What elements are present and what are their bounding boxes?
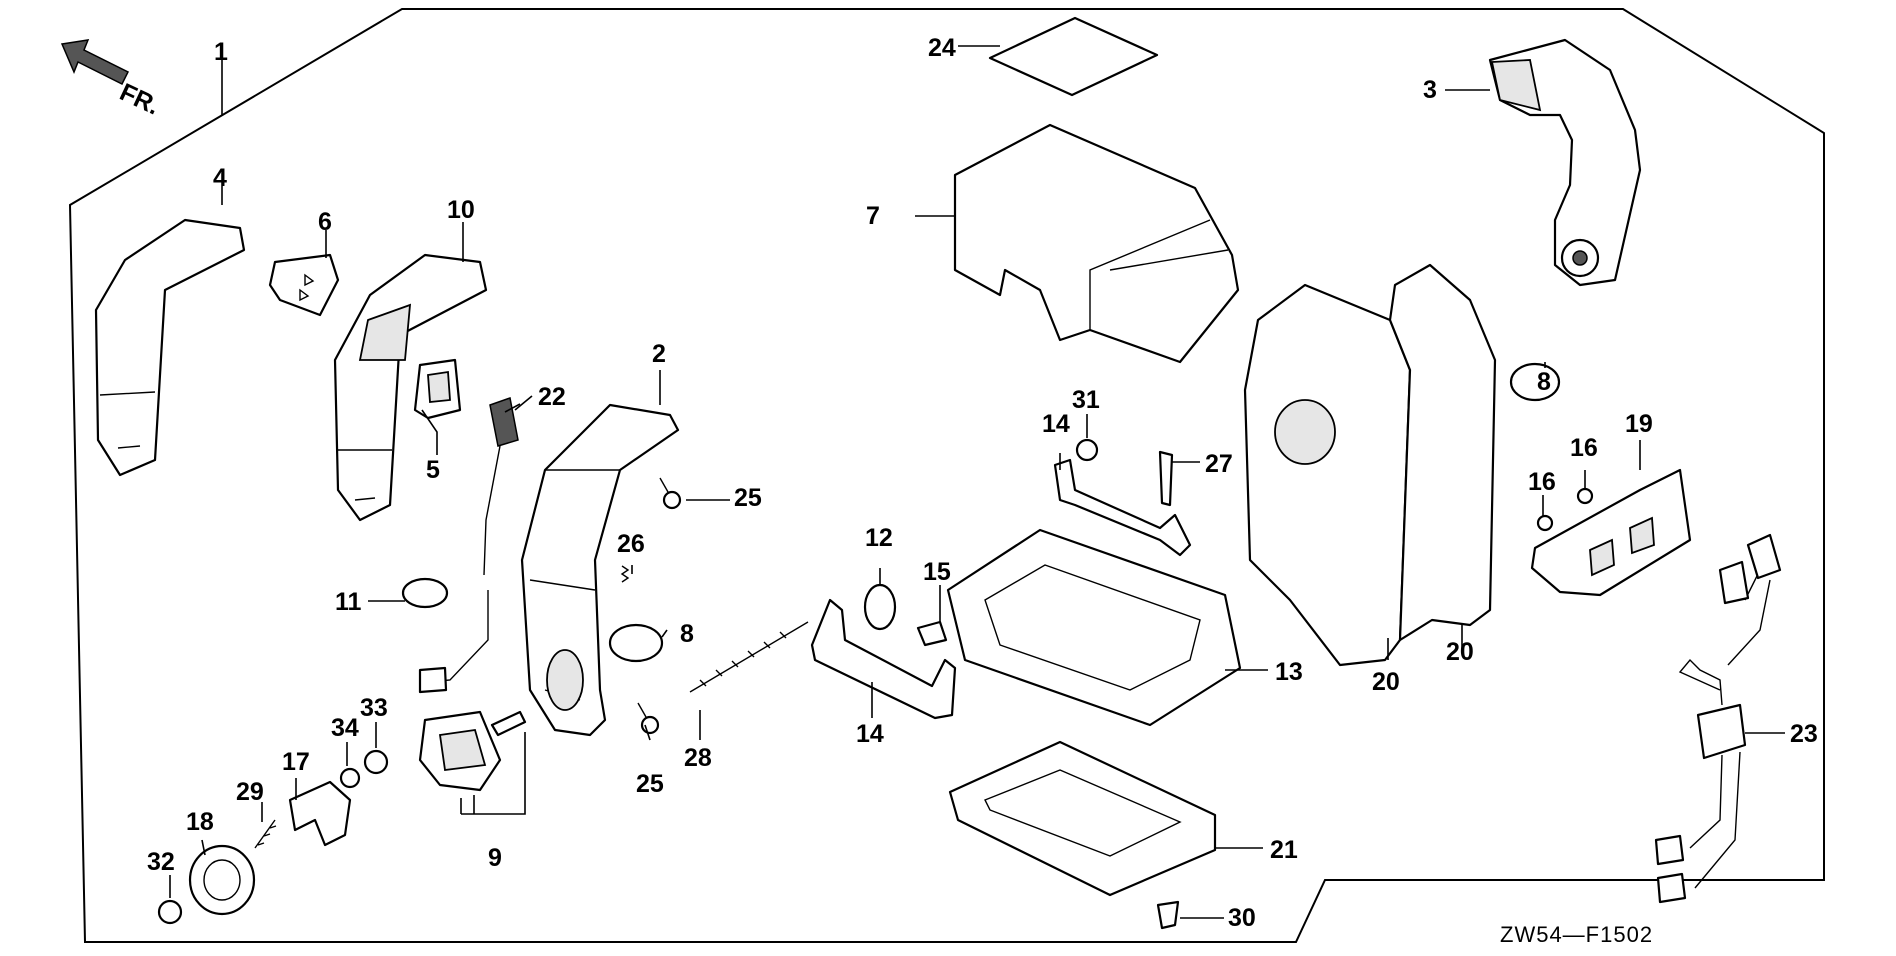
part-7-top-cover-shape — [953, 123, 1240, 364]
part-20-side-cover-shape-rear — [1388, 263, 1497, 642]
part-label-25b: 25 — [636, 770, 664, 798]
part-5-window — [427, 370, 451, 403]
part-label-3: 3 — [1423, 76, 1437, 104]
front-direction-arrow: FR. — [60, 39, 164, 120]
part-label-14b: 14 — [856, 720, 884, 748]
part-label-20a: 20 — [1372, 668, 1400, 696]
part-label-7: 7 — [866, 202, 880, 230]
part-27-screw-shape — [1158, 450, 1174, 507]
part-label-13: 13 — [1275, 658, 1303, 686]
arrow-icon — [60, 39, 130, 86]
part-label-8a: 8 — [680, 620, 694, 648]
part-label-29: 29 — [236, 778, 264, 806]
part-label-24: 24 — [928, 34, 956, 62]
part-3-handle-shape — [1488, 38, 1642, 287]
part-14-bracket-shape-lower — [810, 598, 957, 720]
part-label-34: 34 — [331, 714, 359, 742]
part-label-27: 27 — [1205, 450, 1233, 478]
part-label-30: 30 — [1228, 904, 1256, 932]
assembly-boundary — [68, 8, 1825, 943]
part-label-23: 23 — [1790, 720, 1818, 748]
part-28-long-bolt-shape — [689, 621, 809, 693]
direction-label: FR. — [115, 78, 163, 120]
part-label-16a: 16 — [1528, 468, 1556, 496]
part-label-6: 6 — [318, 208, 332, 236]
part-15-clip-shape — [916, 620, 948, 647]
part-34-washer-shape — [339, 767, 361, 789]
part-11-clip-shape — [401, 577, 449, 609]
part-9-plate-shape — [418, 710, 527, 792]
part-label-28: 28 — [684, 744, 712, 772]
part-label-15: 15 — [923, 558, 951, 586]
part-label-11: 11 — [335, 588, 362, 616]
part-label-31: 31 — [1072, 386, 1100, 414]
part-label-22: 22 — [538, 383, 566, 411]
part-label-16b: 16 — [1570, 434, 1598, 462]
part-label-25a: 25 — [734, 484, 762, 512]
part-8-collar-shape-right — [1509, 362, 1561, 402]
part-labels: 1 2 3 4 5 6 7 8 8 9 10 11 12 13 14 14 15… — [147, 34, 1818, 932]
part-label-26: 26 — [617, 530, 645, 558]
part-30-screw-shape — [1156, 900, 1180, 930]
part-26-spring-shape — [620, 565, 630, 583]
part-label-8b: 8 — [1537, 368, 1551, 396]
part-label-17: 17 — [282, 748, 310, 776]
part-6-switch-knob-shape — [268, 253, 340, 317]
part-label-5: 5 — [426, 456, 440, 484]
part-21-gasket-shape — [948, 740, 1217, 897]
part-label-12: 12 — [865, 524, 893, 552]
part-23-harness-shape — [1654, 533, 1782, 904]
part-label-33: 33 — [360, 694, 388, 722]
part-label-1: 1 — [214, 38, 228, 66]
part-label-10: 10 — [447, 196, 475, 224]
part-label-21: 21 — [1270, 836, 1298, 864]
part-label-32: 32 — [147, 848, 175, 876]
drawing-code: ZW54—F1502 — [1500, 922, 1653, 947]
part-13-base-tray-shape — [946, 528, 1242, 727]
part-4-cover-shape — [94, 218, 246, 477]
part-label-19: 19 — [1625, 410, 1653, 438]
part-19-switch-panel-shape — [1530, 468, 1692, 597]
part-label-14a: 14 — [1042, 410, 1070, 438]
part-label-18: 18 — [186, 808, 214, 836]
part-29-bolt-shape — [254, 819, 277, 849]
part-8-collar-shape-left — [608, 623, 664, 663]
part-20-side-cover-shape-front — [1243, 283, 1412, 667]
part-24-sheet-shape — [988, 16, 1159, 97]
part-31-nut-shape — [1075, 438, 1099, 462]
part-16-washer-shape-left — [1536, 514, 1554, 532]
part-10-cover-shape — [333, 253, 488, 522]
part-17-bracket-shape — [288, 780, 352, 847]
part-14-bracket-shape-upper — [1053, 458, 1192, 557]
leader-lines — [169, 45, 1785, 919]
part-2-housing-shape — [520, 403, 680, 737]
part-label-2: 2 — [652, 340, 666, 368]
part-12-clip-shape — [863, 583, 897, 631]
part-16-washer-shape-right — [1576, 487, 1594, 505]
part-label-20b: 20 — [1446, 638, 1474, 666]
part-label-4: 4 — [213, 164, 227, 192]
part-18-knob-inner — [203, 859, 241, 901]
part-18-knob-shape — [188, 844, 256, 916]
part-33-nut-shape — [363, 749, 389, 775]
part-25-screw-shapes — [637, 477, 682, 735]
part-label-9: 9 — [488, 844, 502, 872]
part-22-harness-shape — [418, 397, 519, 694]
part-32-nut-shape — [157, 899, 183, 925]
